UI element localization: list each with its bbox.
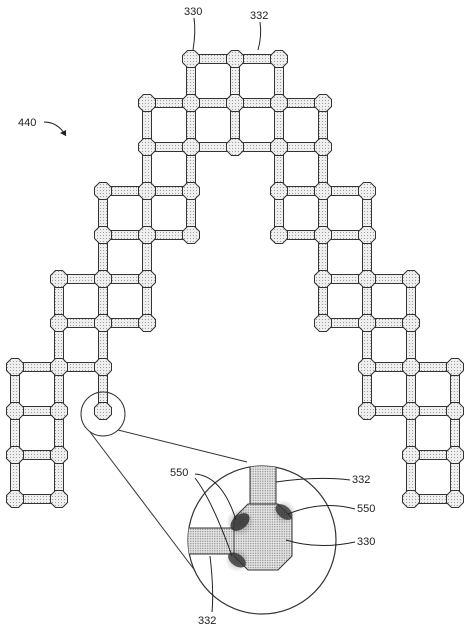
- lattice-node: [182, 138, 200, 156]
- leader-332-top: [257, 21, 262, 51]
- lattice-node: [138, 270, 156, 288]
- lattice-node: [314, 226, 332, 244]
- lattice-node: [314, 138, 332, 156]
- leader-440-arrowhead: [60, 130, 66, 136]
- leader-330-right: [285, 539, 356, 547]
- label-550-left: 550: [170, 467, 188, 479]
- lattice-node: [138, 182, 156, 200]
- lattice-node: [402, 446, 420, 464]
- lattice-node: [94, 358, 112, 376]
- lattice-node: [6, 490, 24, 508]
- lattice-node: [402, 402, 420, 420]
- lattice-node: [358, 270, 376, 288]
- detail-view: [187, 465, 337, 615]
- label-332-right: 332: [352, 474, 370, 486]
- lattice-node: [182, 182, 200, 200]
- leader-332-bottom: [209, 555, 214, 613]
- zoom-tangent-lower: [89, 431, 197, 573]
- leader-550-left-2: [194, 477, 233, 557]
- lattice-node: [358, 402, 376, 420]
- lattice-node: [182, 50, 200, 68]
- lattice-node: [270, 182, 288, 200]
- leader-550-left: [194, 473, 237, 521]
- lattice-node: [94, 270, 112, 288]
- zoom-source-circle: [80, 391, 126, 437]
- lattice-node: [50, 490, 68, 508]
- lattice-node: [446, 358, 464, 376]
- lattice-node: [50, 314, 68, 332]
- lattice-node: [6, 358, 24, 376]
- lattice-node: [358, 358, 376, 376]
- lattice-node: [182, 94, 200, 112]
- node-layer: [6, 50, 464, 508]
- lattice-node: [270, 226, 288, 244]
- lattice-node: [50, 270, 68, 288]
- lattice-node: [402, 490, 420, 508]
- lattice-node: [94, 402, 112, 420]
- lattice-node: [50, 402, 68, 420]
- lattice-node: [94, 314, 112, 332]
- lattice-node: [138, 94, 156, 112]
- lattice-node: [6, 446, 24, 464]
- lattice-node: [270, 138, 288, 156]
- lattice-node: [358, 226, 376, 244]
- lattice-node: [358, 182, 376, 200]
- lattice-node: [314, 314, 332, 332]
- lattice-node: [270, 94, 288, 112]
- lattice-node: [226, 138, 244, 156]
- lattice-node: [226, 50, 244, 68]
- lattice-node: [402, 270, 420, 288]
- lattice-node: [446, 402, 464, 420]
- lattice-node: [314, 270, 332, 288]
- lattice-node: [50, 446, 68, 464]
- lattice-node: [358, 314, 376, 332]
- lattice-node: [138, 314, 156, 332]
- lattice-node: [402, 314, 420, 332]
- leader-330-top: [192, 17, 196, 51]
- zoom-tangent-upper: [117, 429, 248, 463]
- lattice-node: [94, 226, 112, 244]
- lattice-node: [138, 226, 156, 244]
- label-440: 440: [18, 117, 36, 129]
- lattice-node: [314, 94, 332, 112]
- lattice-node: [50, 358, 68, 376]
- strut-layer: [10, 54, 460, 504]
- lattice-node: [94, 182, 112, 200]
- lattice-node: [314, 182, 332, 200]
- lattice-node: [446, 446, 464, 464]
- label-550-right: 550: [357, 503, 375, 515]
- lattice-node: [6, 402, 24, 420]
- leader-550-right: [287, 505, 356, 515]
- lattice-node: [446, 490, 464, 508]
- leader-332-right: [275, 477, 351, 483]
- label-330-top: 330: [184, 6, 202, 18]
- lattice-node: [226, 94, 244, 112]
- lattice-node: [138, 138, 156, 156]
- lattice-node: [270, 50, 288, 68]
- lattice-node: [402, 358, 420, 376]
- lattice-node: [182, 226, 200, 244]
- label-330-right: 330: [357, 536, 375, 548]
- label-332-top: 332: [250, 10, 268, 22]
- label-332-bottom: 332: [198, 615, 216, 627]
